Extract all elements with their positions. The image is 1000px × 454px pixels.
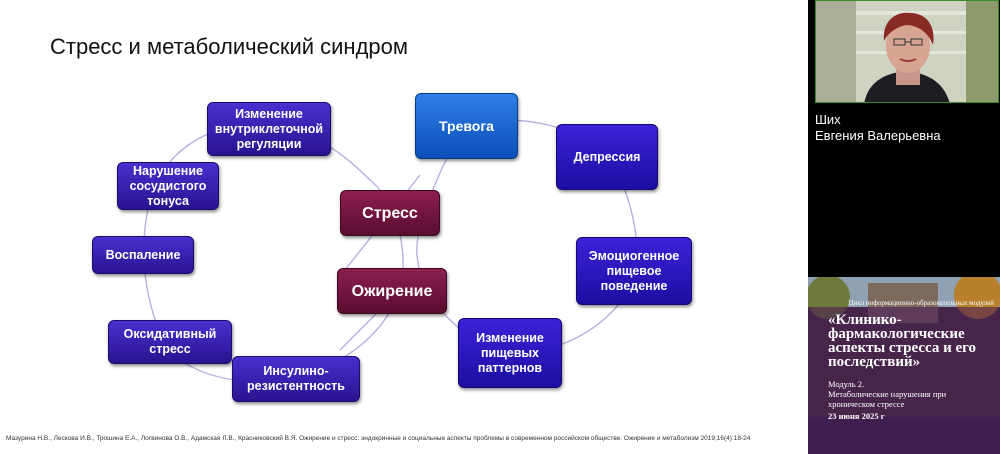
node-emotional-eating: Эмоциогенное пищевое поведение [576,237,692,305]
participant-video-tile[interactable] [815,0,999,103]
node-inflammation: Воспаление [92,236,194,274]
node-insulin-resistance: Инсулино-резистентность [232,356,360,402]
slide-citation: Мазурина Н.В., Лескова И.В., Трошина Е.А… [6,435,751,442]
banner-series: Цикл информационно-образовательных модул… [848,299,994,307]
slide-title: Стресс и метаболический синдром [50,34,409,59]
banner-module-topic: Метаболические нарушения при хроническом… [828,389,947,409]
node-obesity: Ожирение [337,268,447,314]
course-banner: Цикл информационно-образовательных модул… [808,277,1000,454]
node-depression: Депрессия [556,124,658,190]
node-oxidative-stress: Оксидативный стресс [108,320,232,364]
banner-date: 23 июня 2025 г [828,411,885,421]
node-intracellular-regulation: Изменение внутриклеточной регуляции [207,102,331,156]
banner-module: Модуль 2. [828,379,865,389]
banner-background-image [808,277,1000,454]
node-stress: Стресс [340,190,440,236]
presentation-slide: Стресс и метаболический синдром Изменени… [0,0,808,454]
participant-video-frame [816,1,998,102]
node-eating-patterns: Изменение пищевых паттернов [458,318,562,388]
banner-title: «Клинико-фармакологические аспекты стрес… [828,312,977,370]
participant-given-names: Евгения Валерьевна [815,128,941,143]
participant-name: Ших Евгения Валерьевна [815,112,941,144]
node-anxiety: Тревога [415,93,518,159]
participant-surname: Ших [815,112,841,127]
node-vascular-tone: Нарушение сосудистого тонуса [117,162,219,210]
